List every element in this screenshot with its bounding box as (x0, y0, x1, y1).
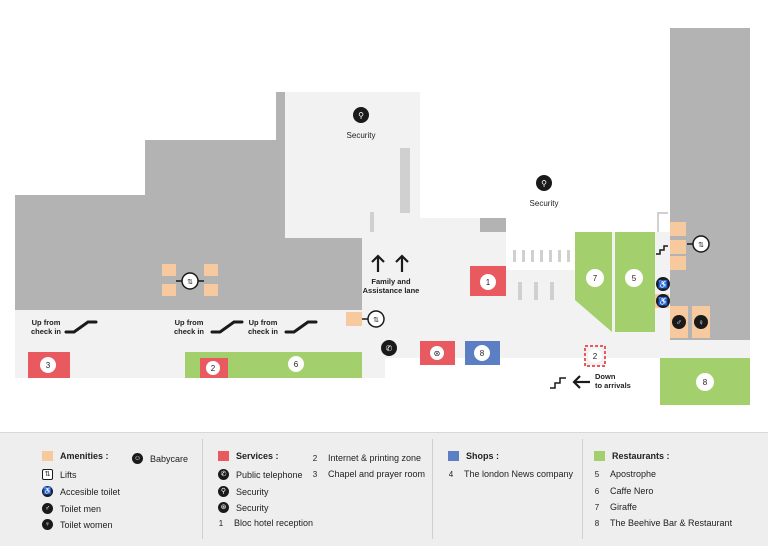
concourse-floor (15, 92, 750, 378)
gate-markings (422, 93, 653, 155)
legend-item-phone: ✆Public telephone (218, 469, 303, 480)
marker-restaurant-5[interactable]: 5 (625, 269, 643, 287)
escalator-icon (210, 320, 244, 334)
service-areas (28, 266, 606, 378)
svg-text:1: 1 (486, 278, 491, 287)
lifts-icon: ⇅ (176, 272, 204, 290)
legend-item-security-scan: ⊛Security (218, 502, 269, 513)
accessible-toilet-icon: ♿ (42, 486, 53, 497)
svg-text:♂: ♂ (676, 318, 682, 327)
marker-restaurant-6[interactable]: 6 (288, 356, 304, 372)
phone-icon: ✆ (381, 340, 397, 356)
lifts-icon: ⇅ (362, 310, 385, 328)
legend-restaurants-title: Restaurants : (594, 451, 670, 461)
legend-item-toilet-women: ♀Toilet women (42, 519, 113, 530)
marker-service-2[interactable]: 2 (206, 361, 220, 375)
map-legend: Amenities : ⇅Lifts ♿Accesible toilet ♂To… (0, 432, 768, 546)
marker-service-2[interactable]: 2 (588, 349, 602, 363)
babycare-icon: ☺ (132, 453, 143, 464)
accessible-toilet-icon: ♿ (656, 294, 670, 308)
lifts-icon: ⇅ (687, 235, 710, 253)
phone-icon: ✆ (218, 469, 229, 480)
security-icon: ⚲ (353, 107, 369, 123)
svg-text:♿: ♿ (658, 296, 668, 306)
svg-text:✆: ✆ (386, 344, 393, 353)
toilet-women-icon: ♀ (694, 315, 708, 329)
marker-shop-8[interactable]: 8 (474, 345, 490, 361)
svg-text:♿: ♿ (658, 279, 668, 289)
marker-restaurant-8[interactable]: 8 (696, 373, 714, 391)
security-label: Security (530, 199, 559, 208)
svg-text:⇅: ⇅ (698, 242, 704, 249)
legend-item-security: ⚲Security (218, 486, 269, 497)
legend-amenities-title: Amenities : (42, 451, 109, 461)
svg-text:⚲: ⚲ (358, 111, 364, 120)
toilet-men-icon: ♂ (42, 503, 53, 514)
svg-text:♀: ♀ (698, 318, 704, 327)
security-scan-icon: ⊛ (430, 346, 444, 360)
stairs-down-icon (550, 377, 566, 389)
lane-markings (370, 148, 668, 300)
legend-shops-title: Shops : (448, 451, 499, 461)
accessible-toilet-icon: ♿ (656, 277, 670, 291)
svg-text:⊛: ⊛ (434, 349, 441, 358)
security-icon: ⚲ (218, 486, 229, 497)
svg-text:7: 7 (593, 274, 598, 283)
legend-item-lifts: ⇅Lifts (42, 469, 77, 480)
marker-restaurant-7[interactable]: 7 (586, 269, 604, 287)
svg-text:6: 6 (294, 360, 299, 369)
legend-item-accessible-toilet: ♿Accesible toilet (42, 486, 121, 497)
toilet-men-icon: ♂ (672, 315, 686, 329)
svg-text:8: 8 (703, 378, 708, 387)
svg-text:2: 2 (211, 364, 216, 373)
lifts-icon: ⇅ (42, 469, 53, 480)
marker-service-1[interactable]: 1 (480, 274, 496, 290)
legend-item-toilet-men: ♂Toilet men (42, 503, 101, 514)
svg-text:2: 2 (593, 352, 598, 361)
svg-text:8: 8 (480, 349, 485, 358)
svg-text:5: 5 (632, 274, 637, 283)
security-icon: ⚲ (536, 175, 552, 191)
legend-item-babycare: ☺Babycare (132, 453, 189, 464)
escalator-icon (284, 320, 318, 334)
security-scan-icon: ⊛ (218, 502, 229, 513)
security-label: Security (347, 131, 376, 140)
svg-text:⚲: ⚲ (541, 179, 547, 188)
marker-service-3[interactable]: 3 (40, 357, 56, 373)
svg-text:3: 3 (46, 361, 51, 370)
legend-services-title: Services : (218, 451, 279, 461)
svg-text:⇅: ⇅ (187, 279, 193, 286)
svg-text:⇅: ⇅ (373, 317, 379, 324)
stairs-icon (656, 245, 668, 255)
up-arrow-icon (371, 254, 409, 272)
left-arrow-icon (572, 375, 590, 389)
toilet-women-icon: ♀ (42, 519, 53, 530)
escalator-icon (64, 320, 98, 334)
